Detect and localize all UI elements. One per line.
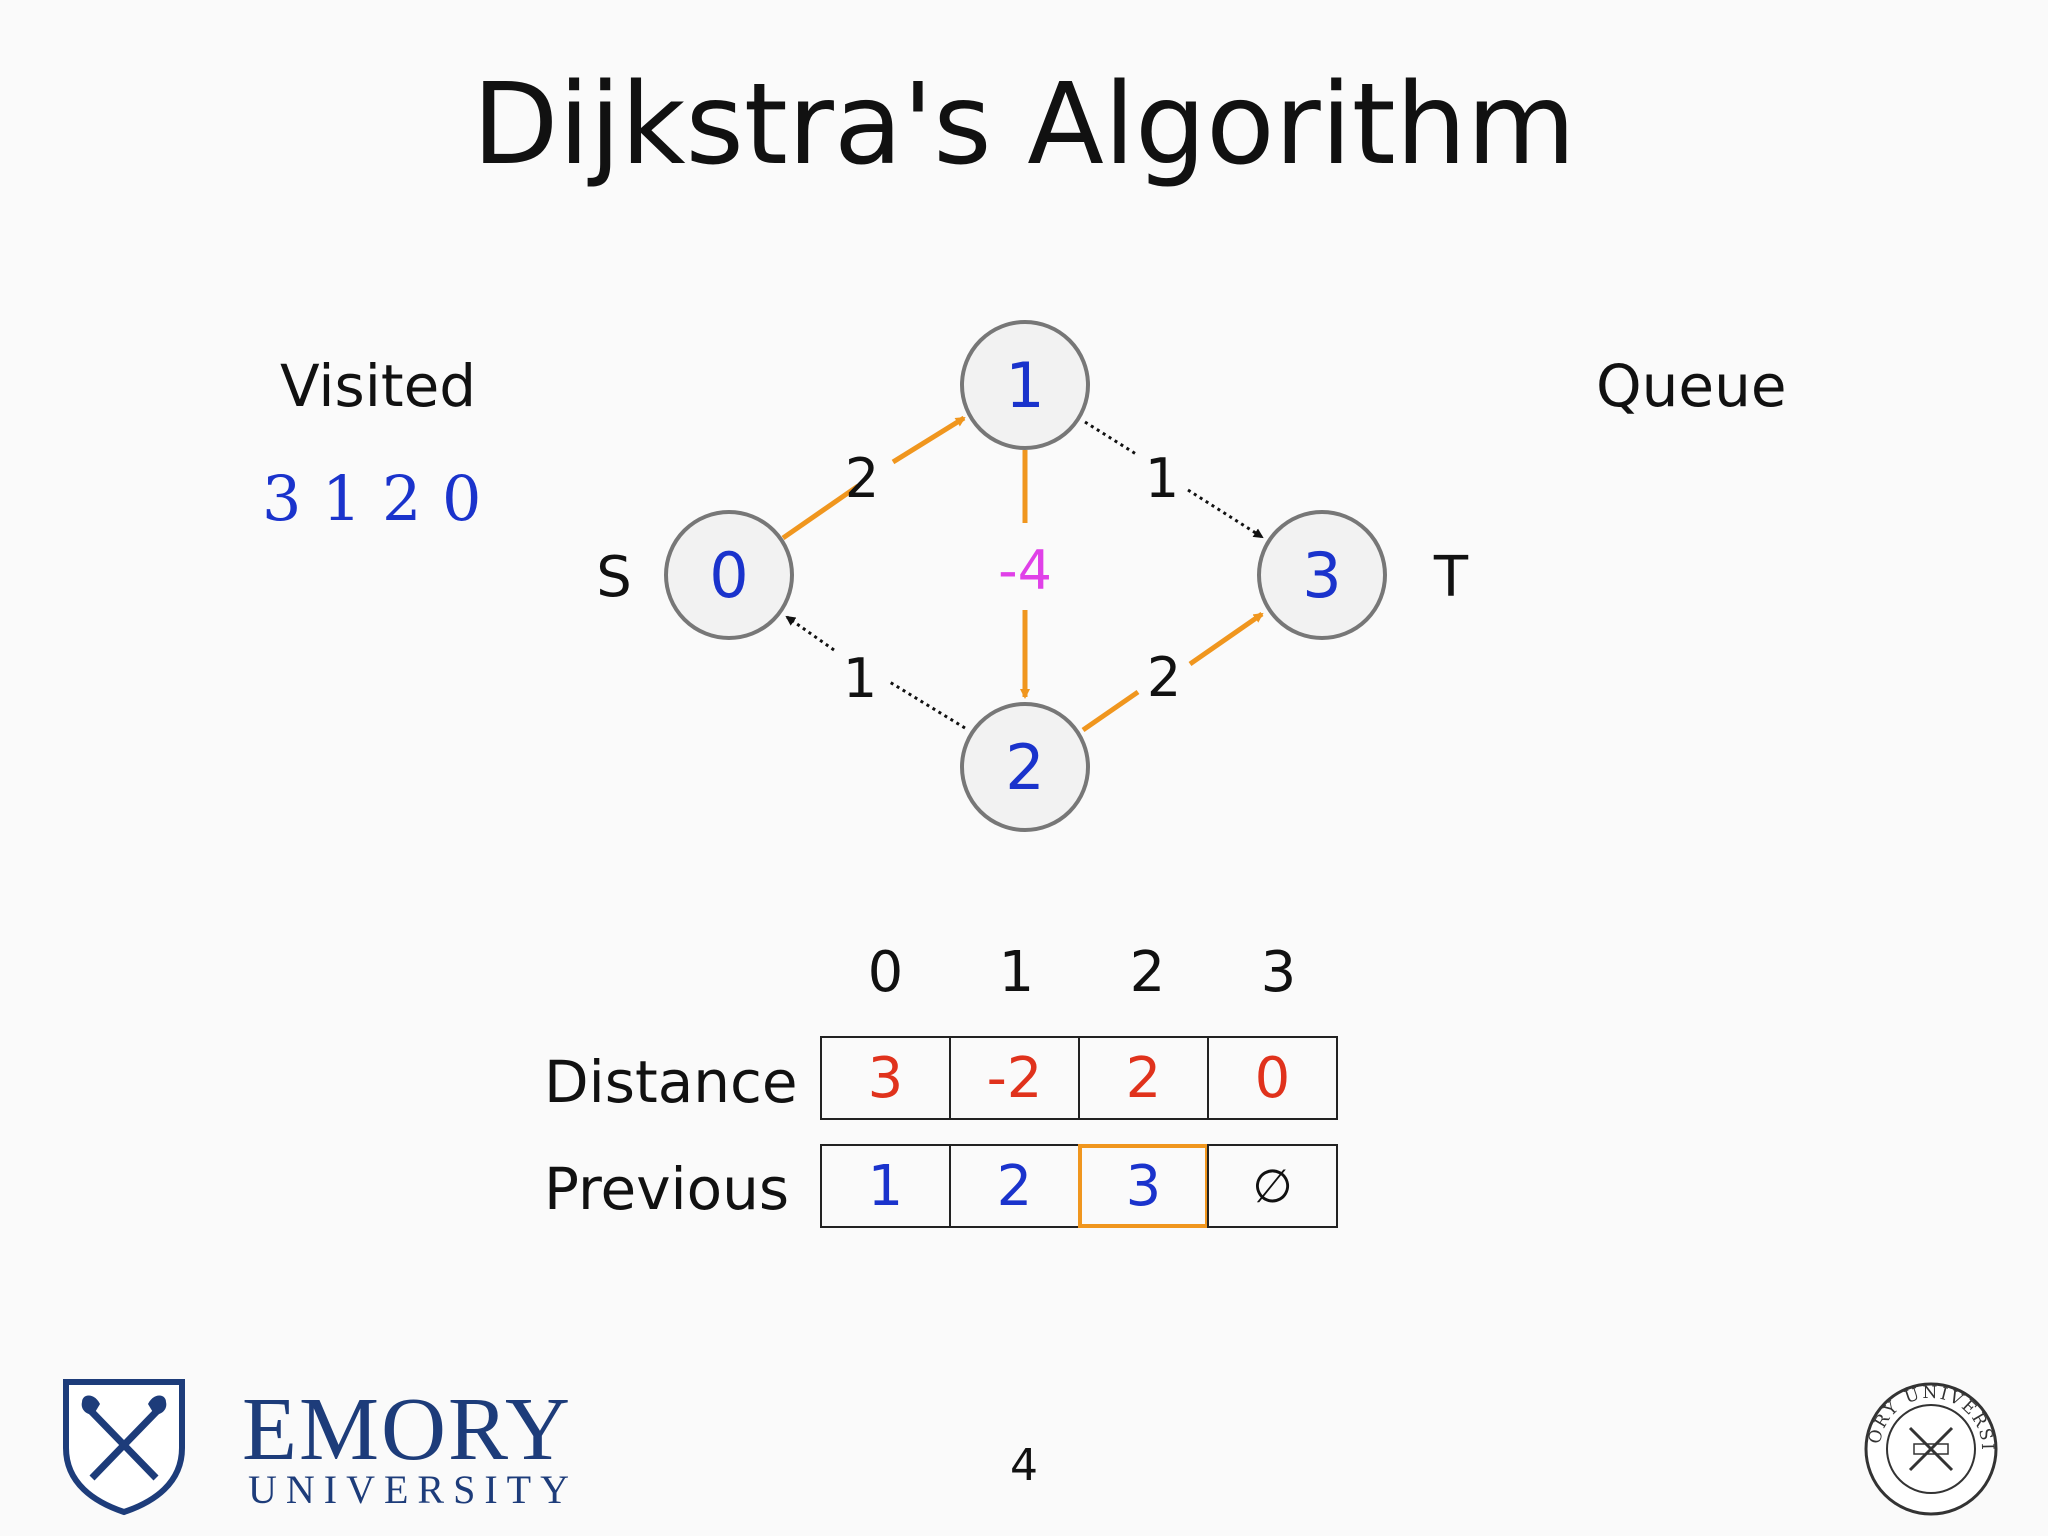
previous-cell: 2 xyxy=(949,1144,1080,1228)
column-header: 0 xyxy=(867,940,904,1005)
previous-cell-null: ∅ xyxy=(1207,1144,1338,1228)
distance-cell: 3 xyxy=(820,1036,951,1120)
edge-2-0 xyxy=(785,615,835,652)
previous-row: 1 2 3 ∅ xyxy=(820,1144,1338,1228)
visited-item: 3 xyxy=(262,462,302,535)
visited-label: Visited xyxy=(280,352,477,420)
edge-2-3 xyxy=(1188,611,1264,667)
node-1: 1 xyxy=(960,320,1090,450)
visited-item: 2 xyxy=(382,462,422,535)
emory-shield-icon xyxy=(63,1379,185,1516)
queue-label: Queue xyxy=(1596,352,1787,420)
previous-cell: 1 xyxy=(820,1144,951,1228)
edge-0-1 xyxy=(891,415,966,465)
node-label: 0 xyxy=(709,539,748,612)
source-label: S xyxy=(596,545,632,610)
column-header: 1 xyxy=(998,940,1035,1005)
distance-cell: 0 xyxy=(1207,1036,1338,1120)
emory-logo-sub: UNIVERSITY xyxy=(248,1467,578,1512)
visited-item: 1 xyxy=(322,462,362,535)
node-label: 1 xyxy=(1005,349,1044,422)
edge-2-0 xyxy=(887,679,966,730)
page-number: 4 xyxy=(1010,1440,1038,1491)
distance-cell: 2 xyxy=(1078,1036,1209,1120)
edge-weight: 1 xyxy=(1145,447,1179,510)
slide-title: Dijkstra's Algorithm xyxy=(472,60,1576,190)
node-0: 0 xyxy=(664,510,794,640)
node-label: 2 xyxy=(1005,731,1044,804)
target-label: T xyxy=(1433,545,1469,610)
column-header: 2 xyxy=(1129,940,1166,1005)
emory-seal-icon: EMORY UNIVERSITY xyxy=(1862,1380,1998,1516)
edge-weight: 2 xyxy=(1147,646,1181,709)
visited-item: 0 xyxy=(442,462,482,535)
edge-1-3 xyxy=(1084,420,1137,456)
node-label: 3 xyxy=(1302,539,1341,612)
distance-cell: -2 xyxy=(949,1036,1080,1120)
node-2: 2 xyxy=(960,702,1090,832)
previous-row-label: Previous xyxy=(544,1155,790,1223)
distance-row-label: Distance xyxy=(544,1048,798,1116)
distance-row: 3 -2 2 0 xyxy=(820,1036,1338,1120)
edge-weight: 1 xyxy=(843,647,877,710)
node-3: 3 xyxy=(1257,510,1387,640)
emory-logo-word: EMORY xyxy=(242,1380,573,1479)
column-header: 3 xyxy=(1260,940,1297,1005)
edge-weight-negative: -4 xyxy=(998,539,1052,602)
edge-2-3 xyxy=(1081,689,1140,733)
edge-weight: 2 xyxy=(845,447,879,510)
edge-1-3 xyxy=(1187,488,1264,539)
previous-cell-highlighted: 3 xyxy=(1078,1144,1209,1228)
edge-0-1 xyxy=(781,483,860,541)
